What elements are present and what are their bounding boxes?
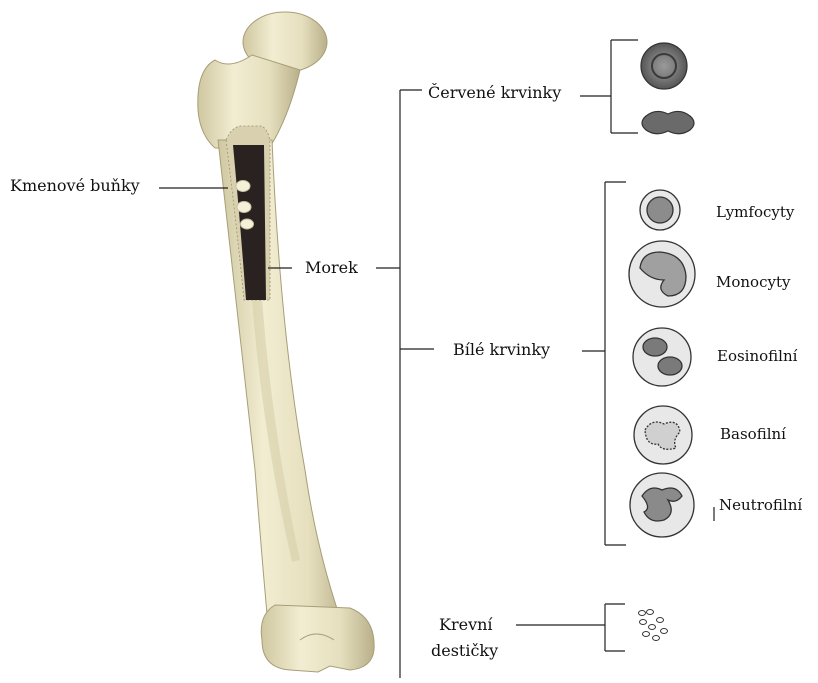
white-blood-cells bbox=[629, 190, 695, 537]
monocytes-label: Monocyty bbox=[716, 275, 790, 290]
lymphocyte-cell bbox=[640, 190, 680, 230]
neutrophil-cell bbox=[630, 473, 694, 537]
red-blood-cells bbox=[641, 43, 694, 134]
eosinophils-label: Eosinofilní bbox=[717, 349, 797, 364]
basophils-label: Basofilní bbox=[720, 427, 786, 442]
lymphocytes-label: Lymfocyty bbox=[716, 205, 794, 220]
neutrophils-label: Neutrofilní bbox=[719, 498, 802, 513]
platelets-label-line2: destičky bbox=[431, 643, 498, 659]
stem-cells-label: Kmenové buňky bbox=[10, 178, 140, 194]
femur-bone bbox=[198, 12, 374, 672]
white-cells-label: Bílé krvinky bbox=[453, 342, 550, 358]
marrow-label: Morek bbox=[305, 260, 358, 276]
eosinophil-cell bbox=[633, 328, 691, 386]
platelets-label-line1: Krevní bbox=[439, 617, 493, 633]
red-blood-cell-side bbox=[642, 111, 694, 133]
red-blood-cell-face bbox=[641, 43, 687, 89]
red-cells-label: Červené krvinky bbox=[428, 85, 561, 101]
platelets bbox=[639, 610, 668, 641]
basophil-cell bbox=[634, 406, 692, 464]
monocyte-cell bbox=[629, 241, 695, 307]
